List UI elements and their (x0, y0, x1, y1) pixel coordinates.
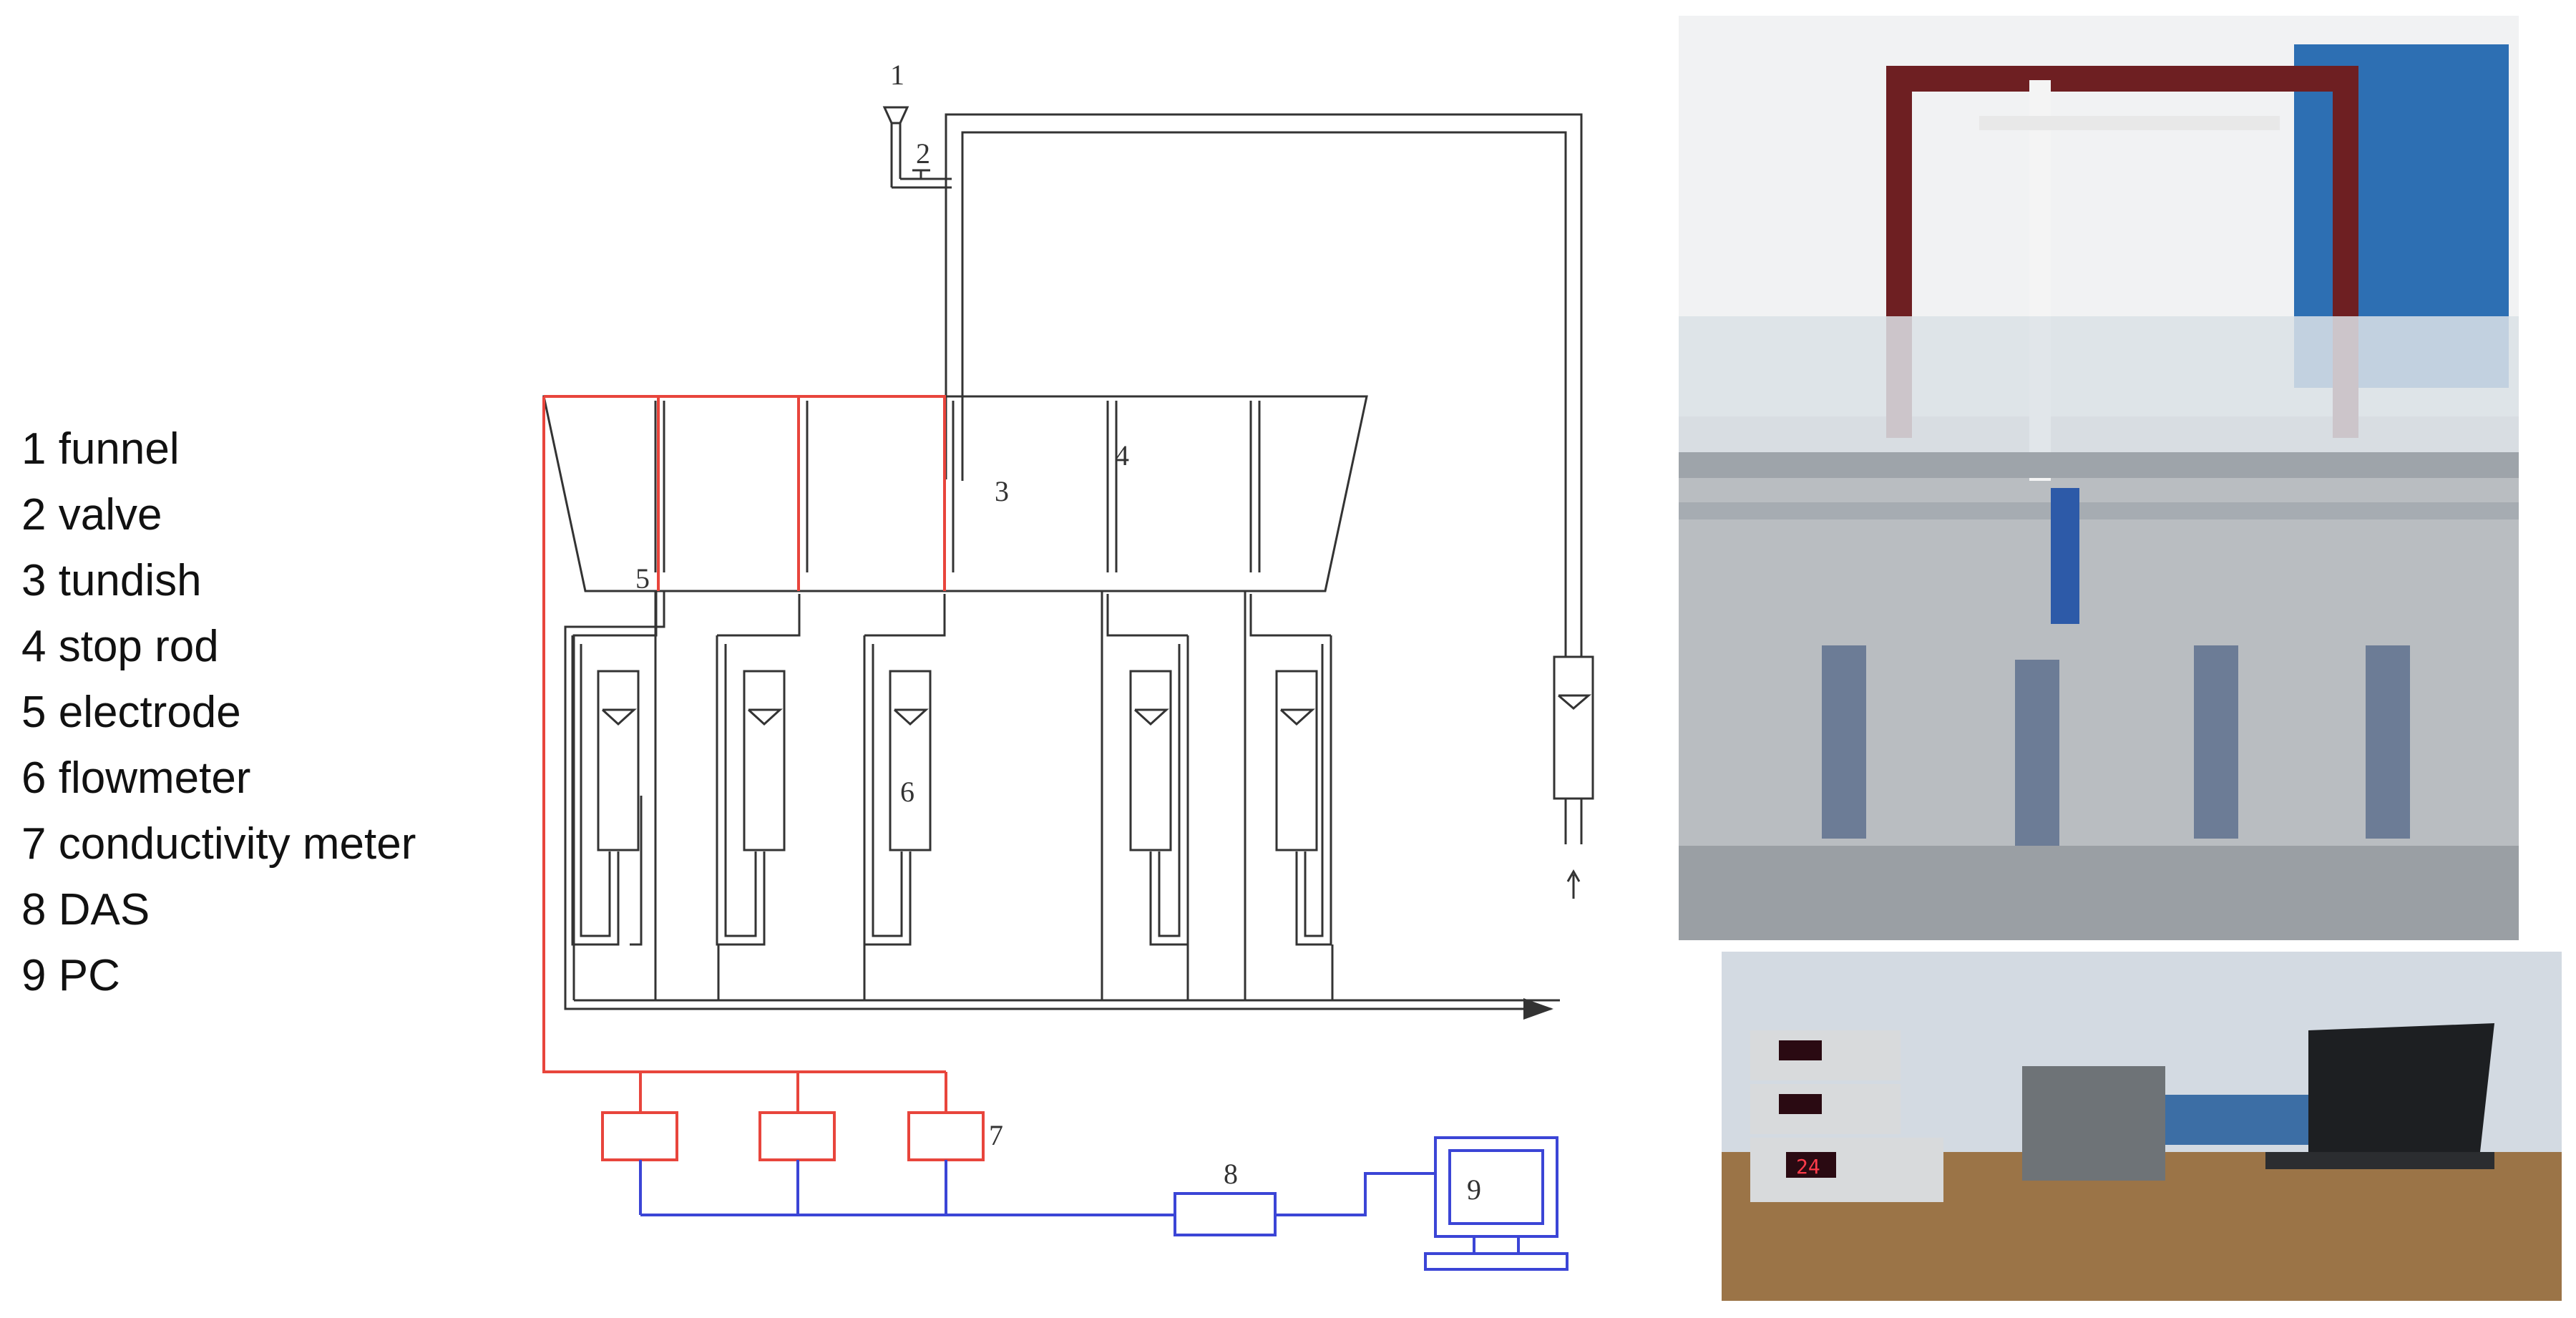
callout-8: 8 (1224, 1158, 1238, 1190)
callout-5: 5 (635, 562, 650, 595)
callout-6: 6 (900, 776, 914, 808)
callout-7: 7 (989, 1119, 1003, 1151)
legend-item-funnel: 1 funnel (21, 424, 180, 474)
signal-wiring (639, 1160, 1435, 1236)
stop-rods (654, 401, 1261, 572)
conductivity-meters (601, 1111, 985, 1161)
flowmeter-1 (571, 635, 640, 946)
flowmeter-3 (863, 635, 932, 946)
pc-icon (1424, 1136, 1568, 1271)
flowmeter-5 (1275, 635, 1332, 946)
flowmeter-4 (1129, 635, 1189, 946)
flowmeter-2 (716, 635, 786, 946)
meter-readout: 24 (1796, 1155, 1820, 1178)
legend: 1 funnel 2 valve 3 tundish 4 stop rod 5 … (21, 416, 416, 1009)
legend-item-flowmeter: 6 flowmeter (21, 753, 251, 803)
callout-1: 1 (890, 59, 904, 91)
legend-item-pc: 9 PC (21, 951, 120, 1000)
photo-measurement-bench: 24 (1722, 952, 2562, 1301)
feed-pipe (945, 113, 1583, 657)
callout-2: 2 (916, 137, 930, 170)
drain-pipe (565, 591, 1560, 1020)
electrode-wiring (542, 395, 947, 1113)
legend-item-conductivity-meter: 7 conductivity meter (21, 819, 416, 869)
callout-9: 9 (1467, 1173, 1481, 1206)
das-box (1174, 1192, 1277, 1236)
funnel (882, 106, 909, 187)
tundish (542, 395, 1368, 592)
outflow-strands (564, 591, 1331, 1010)
callout-4: 4 (1115, 439, 1129, 472)
legend-item-das: 8 DAS (21, 885, 150, 934)
legend-item-stop-rod: 4 stop rod (21, 622, 219, 671)
callout-3: 3 (995, 475, 1009, 507)
valve (892, 169, 952, 189)
apparatus-schematic: 1 2 3 4 5 6 7 8 9 (542, 59, 1594, 1271)
photo-water-model-rig (1679, 16, 2519, 940)
legend-item-valve: 2 valve (21, 490, 162, 540)
legend-item-electrode: 5 electrode (21, 688, 241, 737)
inlet-flowmeter (1553, 655, 1594, 899)
legend-item-tundish: 3 tundish (21, 556, 202, 605)
